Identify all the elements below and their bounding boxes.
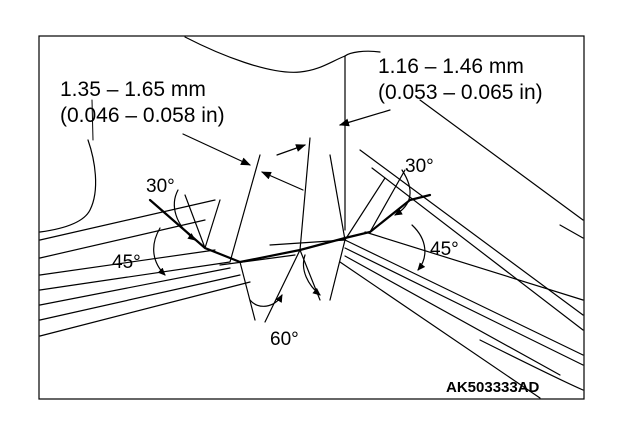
dimension-arrows	[91, 99, 391, 191]
angle-60-label: 60°	[270, 329, 299, 350]
left-seat-lines	[39, 199, 251, 337]
intake-width-mm-label: 1.35 – 1.65 mm	[60, 78, 206, 101]
exhaust-width-mm-label: 1.16 – 1.46 mm	[378, 55, 524, 78]
diagram-frame	[38, 35, 585, 400]
angle-arcs	[153, 169, 426, 307]
angle-30-right-label: 30°	[405, 156, 434, 177]
head-wall-lines	[359, 99, 584, 331]
right-seat-lines	[339, 231, 584, 399]
angle-45-left-label: 45°	[112, 252, 141, 273]
angle-30-left-label: 30°	[146, 176, 175, 197]
intake-width-in-label: (0.046 – 0.058 in)	[60, 104, 225, 127]
seat-contour	[148, 137, 432, 323]
figure-code: AK503333AD	[446, 379, 540, 396]
angle-45-right-label: 45°	[430, 239, 459, 260]
casting-outline	[39, 36, 381, 233]
exhaust-width-in-label: (0.053 – 0.065 in)	[378, 81, 543, 104]
